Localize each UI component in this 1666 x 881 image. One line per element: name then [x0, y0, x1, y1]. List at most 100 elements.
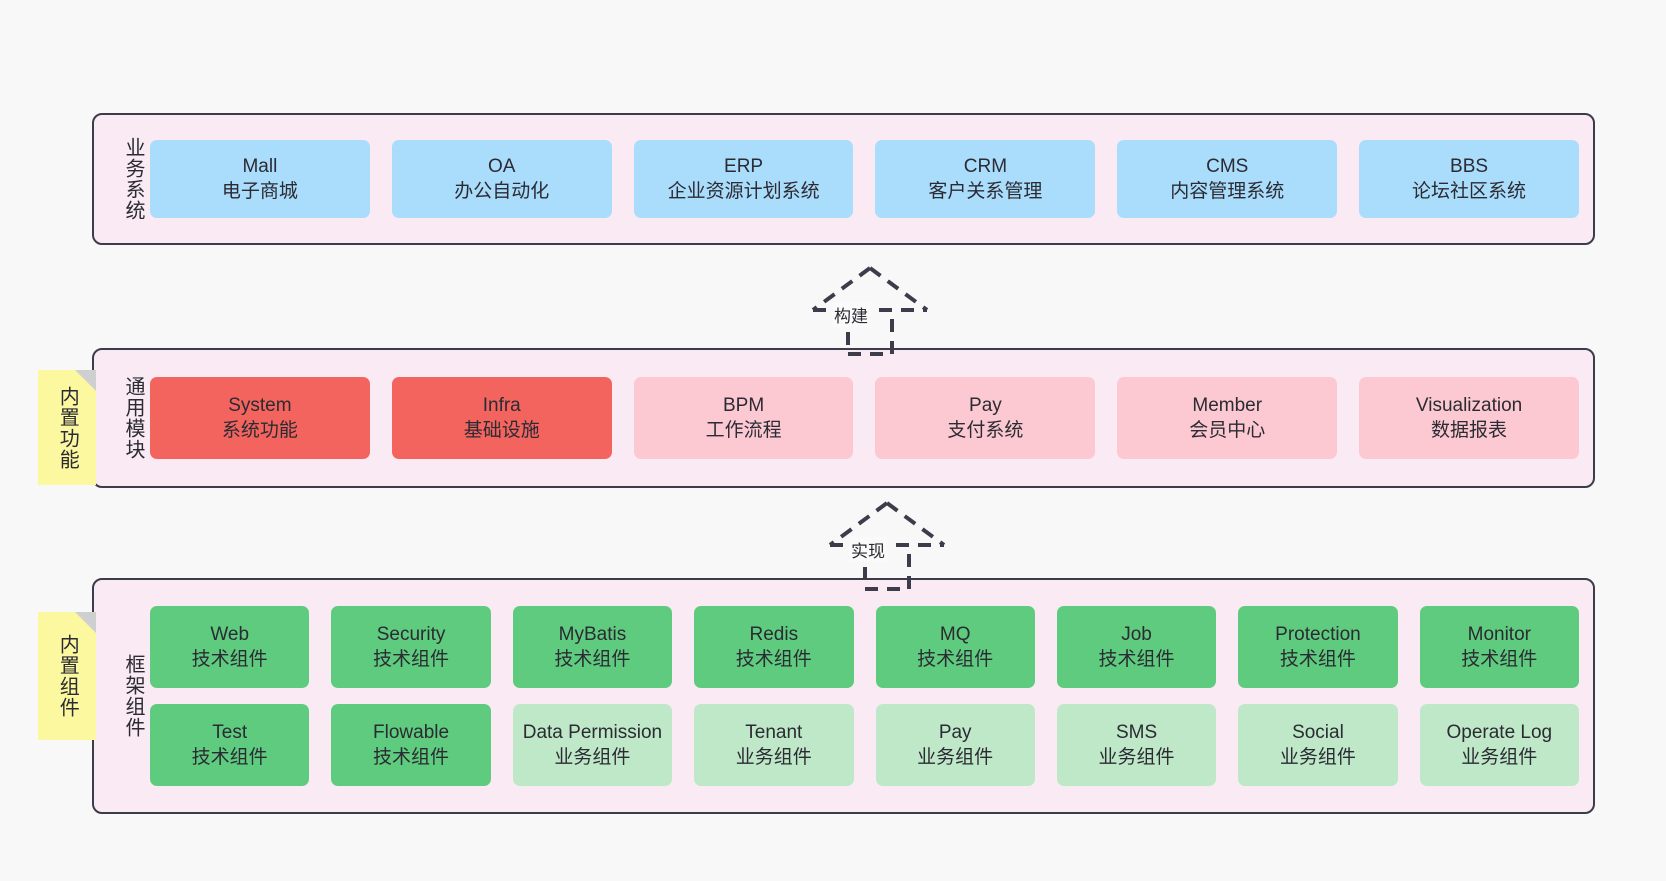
section-label-common-modules: 通用模块	[122, 376, 144, 460]
card-infra-subtitle: 基础设施	[463, 420, 540, 441]
card-job[interactable]: Job 技术组件	[1056, 606, 1217, 688]
card-job-title: Job	[1121, 623, 1152, 645]
card-member-subtitle: 会员中心	[1189, 420, 1266, 441]
card-bpm-subtitle: 工作流程	[705, 420, 782, 441]
card-mybatis-title: MyBatis	[558, 623, 627, 645]
card-sms-subtitle: 业务组件	[1098, 747, 1175, 768]
section-body-common-modules: System 系统功能 Infra 基础设施 BPM 工作流程 Pay 支付系统…	[144, 377, 1593, 459]
card-test-subtitle: 技术组件	[191, 747, 268, 768]
card-mq-subtitle: 技术组件	[917, 649, 994, 670]
card-visualization-title: Visualization	[1415, 394, 1523, 416]
connector-implement: 实现	[812, 497, 972, 597]
card-erp-title: ERP	[724, 155, 764, 177]
card-social-title: Social	[1292, 721, 1344, 743]
card-member-title: Member	[1192, 394, 1263, 416]
card-bpm-title: BPM	[722, 394, 765, 416]
card-system[interactable]: System 系统功能	[150, 377, 370, 459]
build-arrow-icon	[811, 266, 929, 356]
card-protection[interactable]: Protection 技术组件	[1238, 606, 1398, 688]
card-redis[interactable]: Redis 技术组件	[694, 606, 854, 688]
card-visualization-subtitle: 数据报表	[1431, 420, 1508, 441]
card-cms[interactable]: CMS 内容管理系统	[1117, 140, 1338, 218]
card-tenant[interactable]: Tenant 业务组件	[694, 704, 854, 786]
card-job-subtitle: 技术组件	[1098, 649, 1175, 670]
section-body-business-systems: Mall 电子商城 OA 办公自动化 ERP 企业资源计划系统 CRM 客户关系…	[144, 140, 1593, 218]
card-erp-subtitle: 企业资源计划系统	[667, 181, 820, 202]
card-infra-title: Infra	[482, 394, 521, 416]
connector-build-label: 构建	[832, 302, 870, 327]
card-protection-title: Protection	[1275, 623, 1361, 645]
card-pay-module-title: Pay	[969, 394, 1002, 416]
implement-arrow-icon	[828, 501, 946, 591]
card-redis-title: Redis	[749, 623, 799, 645]
card-mq[interactable]: MQ 技术组件	[875, 606, 1035, 688]
card-monitor-subtitle: 技术组件	[1461, 649, 1538, 670]
card-operate-log-subtitle: 业务组件	[1461, 747, 1538, 768]
card-mq-title: MQ	[939, 623, 971, 645]
card-cms-subtitle: 内容管理系统	[1170, 181, 1285, 202]
card-crm-subtitle: 客户关系管理	[928, 181, 1043, 202]
card-data-permission-subtitle: 业务组件	[554, 747, 631, 768]
card-pay-component-title: Pay	[938, 721, 972, 743]
sticky-note-builtin-functions: 内置功能	[38, 370, 96, 485]
sticky-note-builtin-components: 内置组件	[38, 612, 96, 740]
card-flowable[interactable]: Flowable 技术组件	[331, 704, 491, 786]
sticky-note-builtin-functions-label: 内置功能	[56, 385, 79, 470]
card-operate-log[interactable]: Operate Log 业务组件	[1419, 704, 1579, 786]
card-member[interactable]: Member 会员中心	[1117, 377, 1338, 459]
card-tenant-subtitle: 业务组件	[735, 747, 812, 768]
card-pay-module-subtitle: 支付系统	[947, 420, 1024, 441]
sticky-fold-corner-icon	[75, 370, 96, 391]
card-system-subtitle: 系统功能	[221, 420, 298, 441]
card-mybatis-subtitle: 技术组件	[554, 649, 631, 670]
card-pay-component-subtitle: 业务组件	[917, 747, 994, 768]
card-sms-title: SMS	[1115, 721, 1158, 743]
section-label-framework-components: 框架组件	[122, 654, 144, 738]
card-oa-title: OA	[488, 155, 516, 177]
card-mall[interactable]: Mall 电子商城	[150, 140, 370, 218]
card-security-title: Security	[376, 623, 446, 645]
card-data-permission[interactable]: Data Permission 业务组件	[512, 704, 673, 786]
connector-build: 构建	[795, 262, 955, 362]
card-flowable-subtitle: 技术组件	[373, 747, 450, 768]
card-security[interactable]: Security 技术组件	[331, 606, 491, 688]
business-systems-row: Mall 电子商城 OA 办公自动化 ERP 企业资源计划系统 CRM 客户关系…	[150, 140, 1579, 218]
card-web[interactable]: Web 技术组件	[150, 606, 310, 688]
card-crm[interactable]: CRM 客户关系管理	[875, 140, 1096, 218]
card-tenant-title: Tenant	[745, 721, 803, 743]
card-bbs-subtitle: 论坛社区系统	[1412, 181, 1527, 202]
card-pay-component[interactable]: Pay 业务组件	[875, 704, 1035, 786]
card-protection-subtitle: 技术组件	[1279, 649, 1356, 670]
section-framework-components: 框架组件 Web 技术组件 Security 技术组件 MyBatis 技术组件…	[92, 578, 1595, 814]
card-sms[interactable]: SMS 业务组件	[1056, 704, 1217, 786]
card-infra[interactable]: Infra 基础设施	[391, 377, 612, 459]
card-oa-subtitle: 办公自动化	[454, 181, 550, 202]
card-security-subtitle: 技术组件	[373, 649, 450, 670]
card-test[interactable]: Test 技术组件	[150, 704, 310, 786]
card-visualization[interactable]: Visualization 数据报表	[1359, 377, 1579, 459]
card-flowable-title: Flowable	[373, 721, 450, 743]
card-mall-subtitle: 电子商城	[221, 181, 298, 202]
card-monitor[interactable]: Monitor 技术组件	[1419, 606, 1579, 688]
card-oa[interactable]: OA 办公自动化	[391, 140, 612, 218]
card-web-title: Web	[210, 623, 250, 645]
card-mall-title: Mall	[242, 155, 278, 177]
card-erp[interactable]: ERP 企业资源计划系统	[633, 140, 854, 218]
card-cms-title: CMS	[1206, 155, 1249, 177]
framework-tech-row: Web 技术组件 Security 技术组件 MyBatis 技术组件 Redi…	[150, 606, 1579, 688]
card-crm-title: CRM	[963, 155, 1008, 177]
section-common-modules: 通用模块 System 系统功能 Infra 基础设施 BPM 工作流程 Pay…	[92, 348, 1595, 488]
card-bbs[interactable]: BBS 论坛社区系统	[1359, 140, 1579, 218]
section-label-business-systems: 业务系统	[122, 137, 144, 221]
card-system-title: System	[228, 394, 292, 416]
card-social[interactable]: Social 业务组件	[1238, 704, 1398, 786]
card-bpm[interactable]: BPM 工作流程	[633, 377, 854, 459]
section-body-framework-components: Web 技术组件 Security 技术组件 MyBatis 技术组件 Redi…	[144, 606, 1593, 786]
card-mybatis[interactable]: MyBatis 技术组件	[512, 606, 673, 688]
card-redis-subtitle: 技术组件	[735, 649, 812, 670]
card-monitor-title: Monitor	[1467, 623, 1531, 645]
card-pay-module[interactable]: Pay 支付系统	[875, 377, 1096, 459]
card-data-permission-title: Data Permission	[522, 721, 663, 743]
sticky-note-builtin-components-label: 内置组件	[56, 634, 79, 718]
